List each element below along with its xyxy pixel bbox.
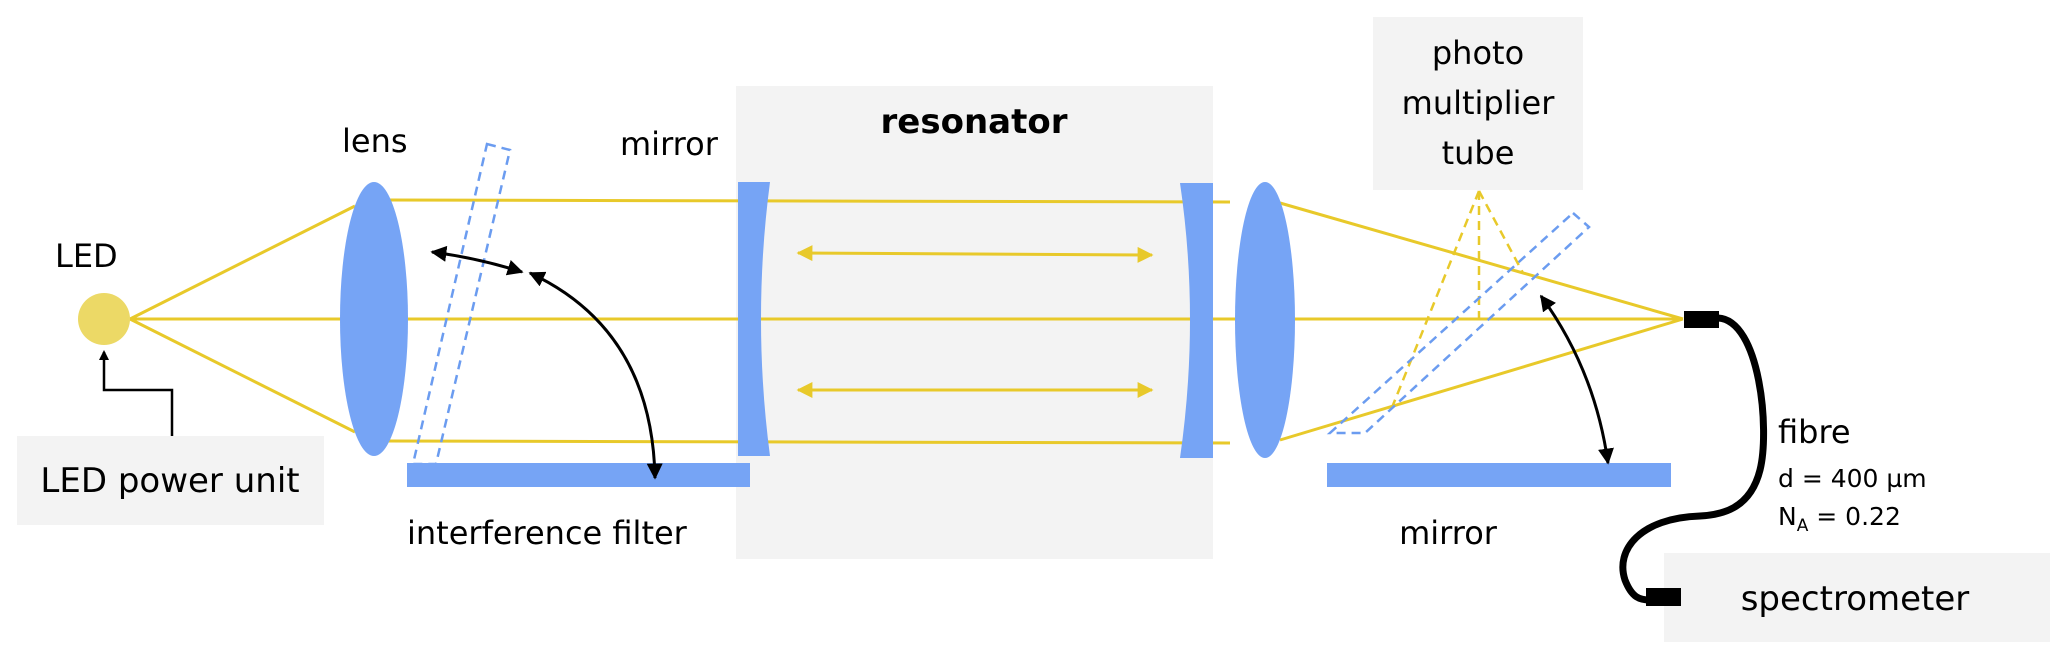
filter-rotation-arrow-upper: [430, 245, 524, 276]
spectrometer-label: spectrometer: [1741, 579, 1970, 619]
led-beam: [129, 204, 356, 434]
resonator-mirror-left: [738, 182, 770, 456]
interference-filter-label: interference filter: [407, 514, 688, 552]
mirror-right-label: mirror: [1399, 514, 1498, 552]
photomultiplier-label-line2: multiplier: [1402, 84, 1556, 122]
fibre-diameter-label: d = 400 µm: [1778, 464, 1927, 493]
spectrometer-box: [1664, 553, 2050, 642]
lens-left: [340, 182, 408, 456]
led-power-unit-box: [17, 436, 324, 525]
fibre-numerical-aperture-label: NA = 0.22: [1778, 502, 1901, 536]
fibre-connector-input: [1684, 311, 1719, 328]
na-symbol: N: [1778, 502, 1797, 531]
resonator-mirror-right: [1180, 183, 1213, 458]
mirror-rotation-arrow: [1539, 294, 1614, 465]
na-value: = 0.22: [1808, 502, 1901, 531]
resonator-reflection-arrow-upper: [796, 245, 1154, 263]
led-label: LED: [55, 237, 118, 275]
lens-label: lens: [342, 122, 408, 160]
resonator-box: [736, 86, 1213, 559]
focusing-beam: [1279, 201, 1684, 442]
interference-filter-tilted-ghost: [411, 142, 512, 466]
fibre-label: fibre: [1778, 413, 1851, 451]
na-subscript: A: [1797, 516, 1809, 536]
mirror-left-label: mirror: [620, 125, 719, 163]
photomultiplier-rays: [1389, 190, 1525, 411]
filter-rotation-arrow-lower: [528, 271, 663, 480]
fibre-connector-spectrometer: [1646, 588, 1681, 606]
led-power-unit-label: LED power unit: [40, 461, 299, 501]
photomultiplier-box: [1373, 17, 1583, 190]
interference-filter: [407, 463, 750, 487]
led-power-connector: [99, 350, 174, 436]
photomultiplier-label-line3: tube: [1442, 134, 1515, 172]
lens-right: [1235, 182, 1295, 458]
beam-splitter-tilted-ghost: [1326, 211, 1591, 435]
led-icon: [78, 293, 130, 345]
fibre-cable: [1619, 314, 1768, 604]
mirror-right-flat: [1327, 463, 1671, 487]
photomultiplier-label-line1: photo: [1432, 34, 1524, 72]
resonator-title: resonator: [881, 102, 1068, 142]
